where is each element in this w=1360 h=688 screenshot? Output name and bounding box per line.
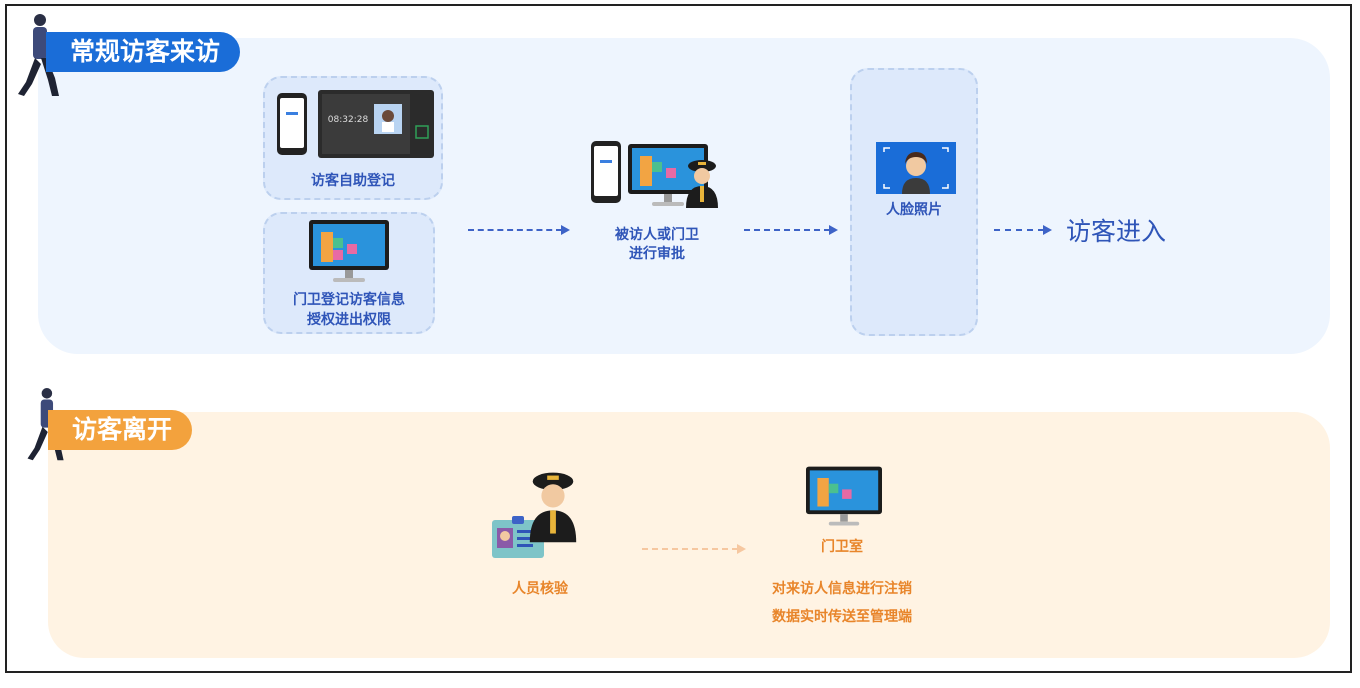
arrow-to-approval [468, 225, 570, 235]
exit-section-title: 访客离开 [48, 410, 193, 450]
arrow-to-guard-room [642, 544, 746, 554]
phone-icon [277, 93, 307, 155]
guard-room-line2: 数据实时传送至管理端 [772, 609, 912, 625]
monitor-icon [628, 144, 708, 206]
exit-panel [48, 412, 1330, 658]
face-terminal-icon [318, 90, 434, 158]
diagram-frame [5, 4, 1352, 673]
walking-person-icon [18, 14, 59, 96]
security-guard-icon [529, 472, 577, 543]
entry-section-title: 常规访客来访 [46, 32, 241, 72]
arrow-to-face [744, 225, 838, 235]
self-register-label: 访客自助登记 [311, 173, 395, 189]
approval-line2: 进行审批 [629, 246, 685, 262]
entry-panel [38, 38, 1330, 354]
monitor-icon [806, 466, 882, 526]
face-photo-icon [876, 142, 956, 194]
visitor-enter-text: 访客进入 [1066, 217, 1167, 246]
arrow-to-entry [994, 225, 1052, 235]
security-guard-icon [686, 160, 718, 208]
phone-icon [591, 141, 621, 203]
guard-register-line2: 授权进出权限 [307, 312, 391, 328]
verify-label: 人员核验 [512, 581, 568, 597]
approval-line1: 被访人或门卫 [615, 227, 699, 243]
guard-register-line1: 门卫登记访客信息 [293, 292, 405, 308]
guard-room-line1: 对来访人信息进行注销 [772, 581, 912, 597]
face-card [850, 68, 978, 336]
face-label: 人脸照片 [886, 202, 942, 218]
guard-room-label: 门卫室 [821, 539, 863, 555]
terminal-clock: 08:32:28 [327, 115, 369, 125]
monitor-icon [309, 220, 389, 282]
